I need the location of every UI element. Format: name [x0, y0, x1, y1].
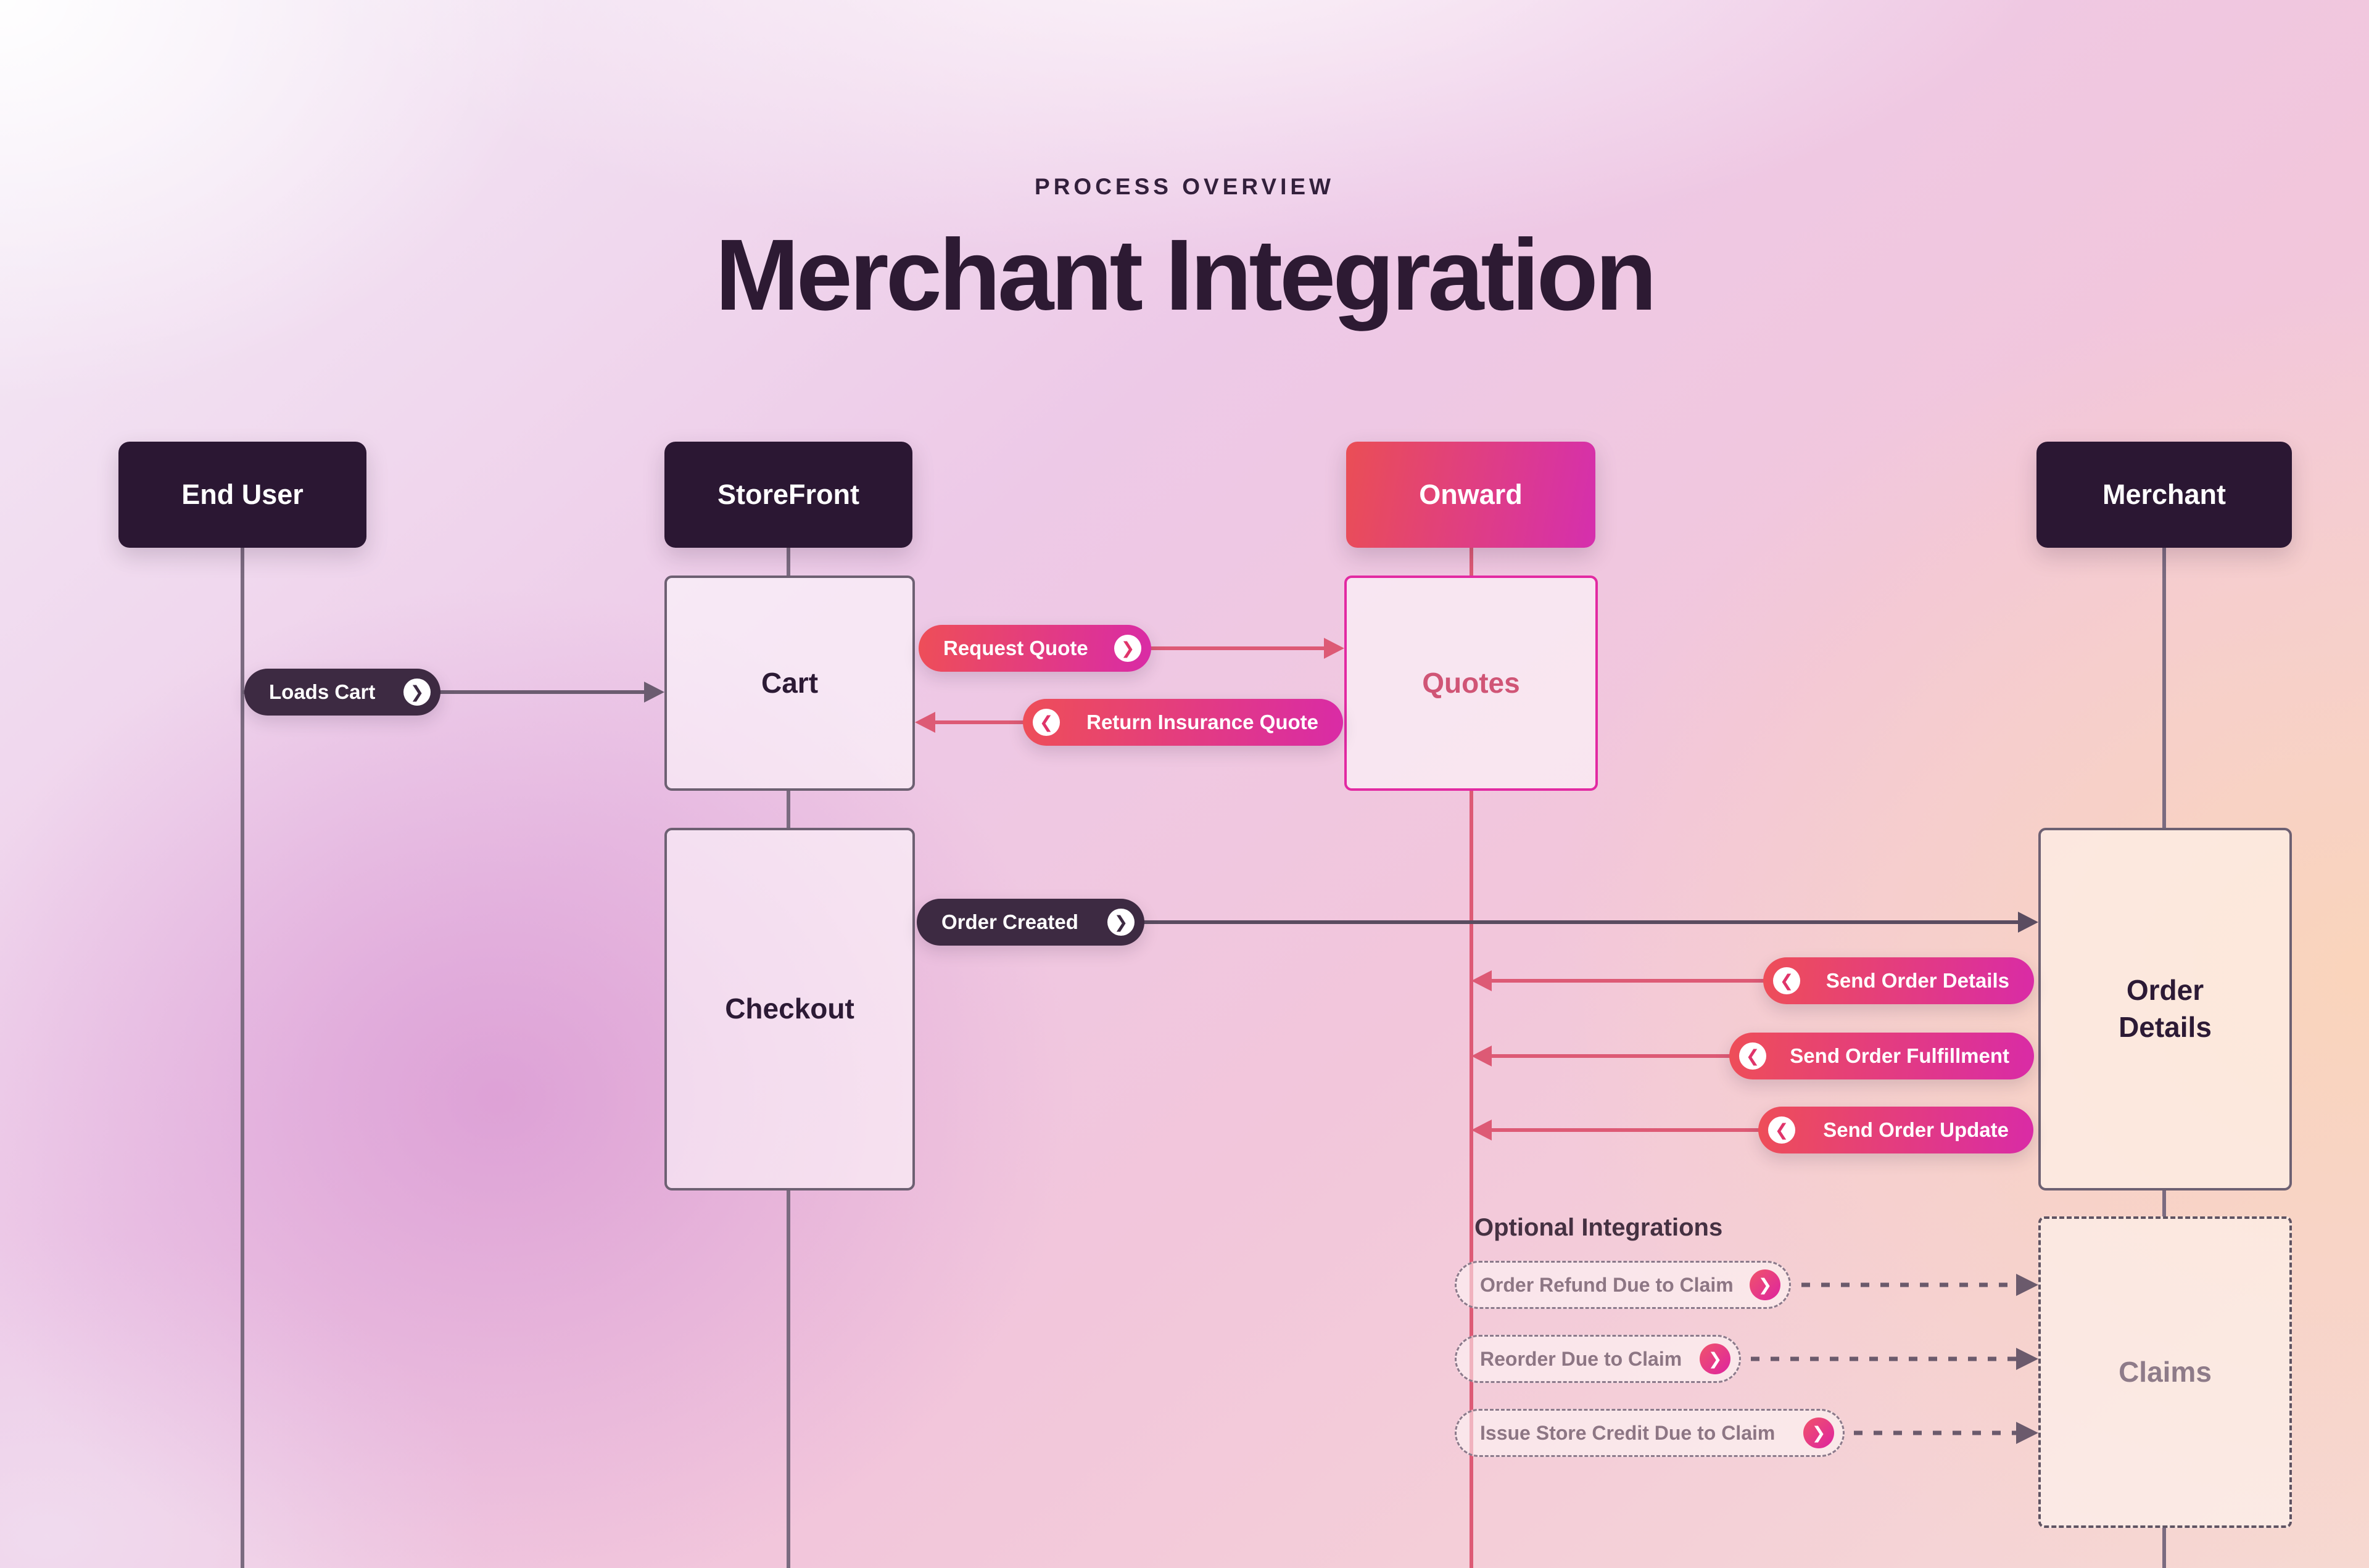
node-label: Checkout — [725, 992, 854, 1025]
message-return-insurance-quote: ❮ Return Insurance Quote — [1023, 699, 1343, 746]
chevron-right-icon: ❯ — [1700, 1343, 1730, 1374]
optional-order-refund: Order Refund Due to Claim ❯ — [1455, 1261, 1791, 1309]
node-order-details: Order Details — [2038, 828, 2292, 1190]
message-label: Return Insurance Quote — [1086, 711, 1318, 733]
lane-header-label: Onward — [1419, 479, 1523, 510]
lane-header-onward: Onward — [1346, 442, 1595, 548]
message-label: Request Quote — [943, 637, 1088, 659]
node-label: Cart — [761, 666, 819, 699]
message-order-created: Order Created ❯ — [917, 899, 1144, 946]
eyebrow-label: PROCESS OVERVIEW — [1035, 174, 1334, 199]
node-label: Quotes — [1422, 666, 1520, 699]
lane-header-end-user: End User — [118, 442, 366, 548]
node-label: Order Details — [2119, 974, 2212, 1043]
optional-label: Issue Store Credit Due to Claim — [1480, 1421, 1776, 1444]
optional-integrations-heading: Optional Integrations — [1474, 1214, 1723, 1241]
arrowhead-issue-store-credit — [2016, 1422, 2038, 1444]
message-label: Send Order Update — [1823, 1118, 2009, 1141]
optional-issue-store-credit: Issue Store Credit Due to Claim ❯ — [1455, 1409, 1845, 1457]
lane-header-merchant: Merchant — [2036, 442, 2292, 548]
chevron-left-icon: ❮ — [1773, 967, 1800, 994]
optional-label: Reorder Due to Claim — [1480, 1347, 1682, 1370]
node-label: Claims — [2119, 1355, 2212, 1388]
arrowhead-order-refund — [2016, 1274, 2038, 1296]
optional-label: Order Refund Due to Claim — [1480, 1273, 1734, 1296]
node-checkout: Checkout — [664, 828, 915, 1190]
arrowhead-order-created — [2018, 912, 2038, 933]
node-quotes: Quotes — [1344, 576, 1598, 791]
chevron-left-icon: ❮ — [1033, 709, 1060, 736]
arrowhead-return-insurance-quote — [915, 712, 935, 733]
chevron-right-icon: ❯ — [1114, 635, 1141, 662]
node-claims: Claims — [2038, 1216, 2292, 1528]
message-send-order-update: ❮ Send Order Update — [1758, 1107, 2033, 1153]
arrowhead-send-order-fulfillment — [1471, 1046, 1492, 1067]
arrowhead-send-order-details — [1471, 970, 1492, 991]
message-send-order-fulfillment: ❮ Send Order Fulfillment — [1729, 1033, 2034, 1079]
page-title: Merchant Integration — [715, 218, 1657, 331]
lane-header-label: Merchant — [2102, 479, 2226, 510]
chevron-right-icon: ❯ — [1750, 1269, 1780, 1300]
arrowhead-request-quote — [1324, 638, 1344, 659]
arrowhead-send-order-update — [1471, 1120, 1492, 1141]
arrowhead-loads-cart — [644, 682, 664, 703]
arrowhead-reorder — [2016, 1348, 2038, 1370]
chevron-right-icon: ❯ — [1803, 1417, 1834, 1448]
message-label: Order Created — [941, 910, 1078, 933]
chevron-right-icon: ❯ — [1107, 909, 1135, 936]
chevron-right-icon: ❯ — [403, 679, 431, 706]
message-label: Send Order Details — [1825, 969, 2009, 992]
optional-reorder: Reorder Due to Claim ❯ — [1455, 1335, 1741, 1383]
node-cart: Cart — [664, 576, 915, 791]
message-request-quote: Request Quote ❯ — [919, 625, 1151, 672]
chevron-left-icon: ❮ — [1768, 1116, 1795, 1144]
message-loads-cart: Loads Cart ❯ — [244, 669, 440, 716]
lane-header-storefront: StoreFront — [664, 442, 912, 548]
message-label: Loads Cart — [269, 680, 376, 703]
chevron-left-icon: ❮ — [1739, 1042, 1766, 1070]
message-send-order-details: ❮ Send Order Details — [1763, 957, 2034, 1004]
message-label: Send Order Fulfillment — [1790, 1044, 2009, 1067]
lane-header-label: End User — [181, 479, 304, 510]
lane-header-label: StoreFront — [717, 479, 859, 510]
